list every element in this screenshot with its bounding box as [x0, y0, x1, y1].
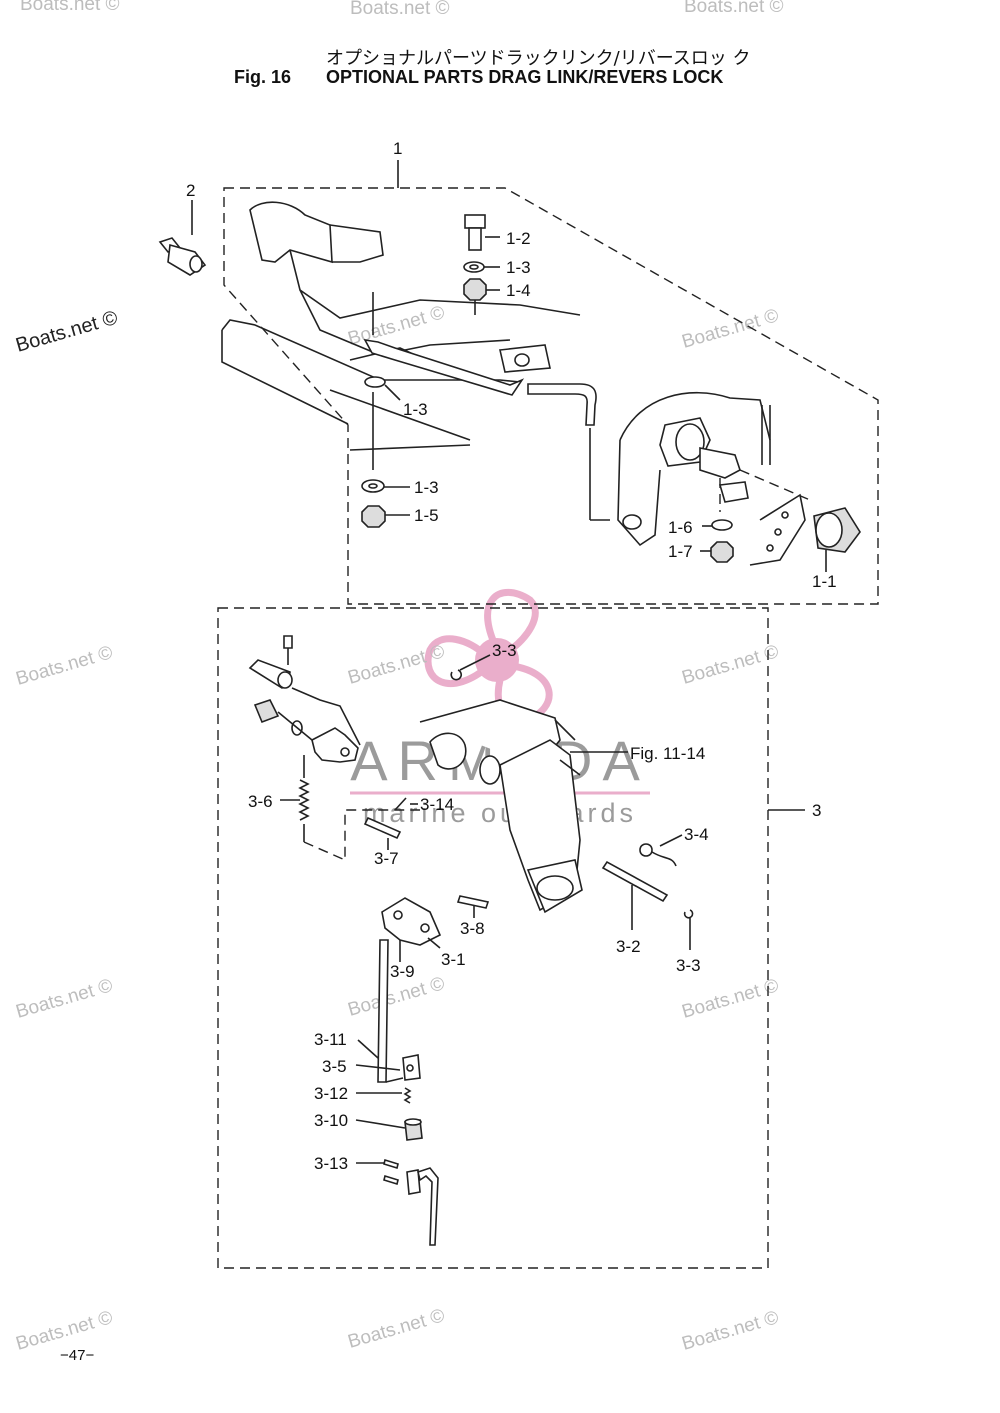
- propeller-hub: [475, 638, 519, 682]
- callout-3-7: 3-7: [374, 849, 399, 868]
- clip-3-3-upper: [450, 654, 491, 681]
- callout-3-6: 3-6: [248, 792, 273, 811]
- pin-3-8: [456, 895, 490, 918]
- watermark: Boats.net ©: [350, 0, 450, 19]
- callout-1-4: 1-4: [506, 281, 531, 300]
- page-title: OPTIONAL PARTS DRAG LINK/REVERS LOCK: [326, 67, 724, 87]
- drag-link-rod: [363, 338, 610, 521]
- washer-1-3-top: [463, 261, 500, 273]
- group-1-boundary: [223, 187, 879, 605]
- watermark: Boats.net ©: [684, 0, 784, 17]
- callout-labels: 1 2 3 1-2 1-3 1-4 1-3 1-3 1-5 1-6 1-7 1-…: [186, 139, 837, 1173]
- washer-1-3-mid: [364, 376, 401, 470]
- nut-1-5: [361, 505, 410, 528]
- watermark: Boats.net ©: [680, 1307, 781, 1355]
- callout-3-5: 3-5: [322, 1057, 347, 1076]
- callout-ref-fig: Fig. 11-14: [630, 744, 705, 763]
- knob-1-1: [813, 507, 861, 572]
- pins-3-13: [356, 1158, 439, 1246]
- callout-3-14: 3-14: [420, 795, 454, 814]
- callout-1-3: 1-3: [414, 478, 439, 497]
- callout-3-1: 3-1: [441, 950, 466, 969]
- callout-1-2: 1-2: [506, 229, 531, 248]
- nut-1-7: [700, 541, 734, 563]
- washer-1-3-low: [361, 479, 410, 493]
- callout-3-9: 3-9: [390, 962, 415, 981]
- callout-3: 3: [812, 801, 821, 820]
- shaft-3-2: [601, 860, 669, 930]
- callout-3-10: 3-10: [314, 1111, 348, 1130]
- watermark: Boats.net ©: [680, 975, 781, 1023]
- watermark-dark: Boats.net ©: [13, 307, 120, 357]
- callout-1-3: 1-3: [403, 400, 428, 419]
- lower-unit-housing: [419, 699, 583, 914]
- watermark: Boats.net ©: [20, 0, 120, 15]
- callout-3-2: 3-2: [616, 937, 641, 956]
- watermark: Boats.net ©: [680, 305, 781, 353]
- callout-1-6: 1-6: [668, 518, 693, 537]
- washer-1-6: [702, 519, 733, 531]
- japanese-title: オプショナルパーツドラックリンク/リバースロッ ク: [326, 48, 751, 69]
- clip-3-3-lower: [683, 909, 694, 950]
- callout-3-12: 3-12: [314, 1084, 348, 1103]
- collar-3-10: [355, 1118, 423, 1141]
- joint-3-5: [385, 1054, 421, 1083]
- spring-3-6: [280, 755, 420, 862]
- callout-3-13: 3-13: [314, 1154, 348, 1173]
- callout-1-5: 1-5: [414, 506, 439, 525]
- page-number: −47−: [60, 1347, 94, 1364]
- callout-3-3: 3-3: [492, 641, 517, 660]
- pin-3-14: [394, 797, 418, 811]
- pin-3-7: [363, 816, 402, 850]
- callout-3-8: 3-8: [460, 919, 485, 938]
- watermark: Boats.net ©: [14, 975, 115, 1023]
- callout-1-7: 1-7: [668, 542, 693, 561]
- callout-3-3: 3-3: [676, 956, 701, 975]
- callout-3-11: 3-11: [314, 1030, 347, 1049]
- lever-plate: [253, 699, 359, 763]
- callout-2: 2: [186, 181, 195, 200]
- watermark: Boats.net ©: [680, 641, 781, 689]
- bolt-1-2: [464, 214, 500, 251]
- pin-3-12: [356, 1087, 412, 1104]
- watermark: Boats.net ©: [346, 1305, 447, 1353]
- spring-3-4: [639, 834, 683, 867]
- watermark: Boats.net ©: [346, 302, 447, 350]
- callout-3-4: 3-4: [684, 825, 709, 844]
- figure-number: Fig. 16: [234, 67, 292, 87]
- nut-1-4: [372, 278, 500, 335]
- callout-1-3: 1-3: [506, 258, 531, 277]
- part-2-fitting: [158, 200, 207, 276]
- watermark: Boats.net ©: [346, 641, 447, 689]
- lever-rod-upper: [248, 635, 361, 746]
- group-3-boundary: [217, 607, 769, 1269]
- watermark: Boats.net ©: [14, 642, 115, 690]
- callout-1-1: 1-1: [812, 572, 837, 591]
- callout-1: 1: [393, 139, 402, 158]
- clamp-bracket-assembly: [617, 391, 811, 566]
- boats-watermarks: Boats.net © Boats.net © Boats.net © Boat…: [13, 0, 783, 1355]
- logo-sub-text: marine outboards: [363, 798, 637, 828]
- bracket-3-1: [381, 897, 442, 962]
